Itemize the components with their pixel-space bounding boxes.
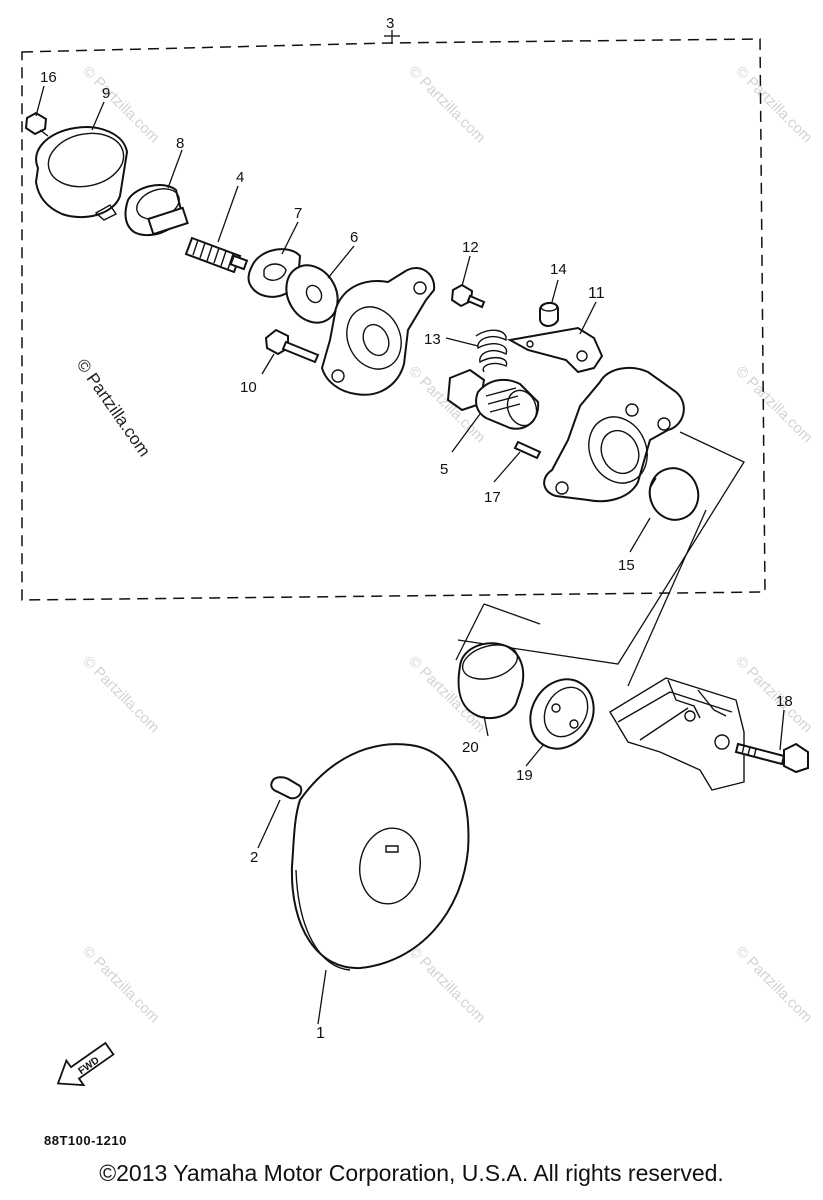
part-17-pin[interactable] (513, 440, 542, 460)
callout-5: 5 (440, 461, 448, 478)
part-15-cap[interactable] (643, 461, 706, 526)
part-14-grommet[interactable] (539, 302, 559, 327)
assembly-callout-3: 3 (386, 15, 394, 32)
watermark-tile: © Partzilla.com (405, 63, 488, 146)
callout-19: 19 (516, 767, 533, 784)
callout-9: 9 (102, 85, 110, 102)
copyright-notice: ©2013 Yamaha Motor Corporation, U.S.A. A… (99, 1160, 724, 1186)
assembly-boundary (21, 30, 766, 601)
watermark-tile: © Partzilla.com (732, 363, 815, 446)
watermark-tile: © Partzilla.com (732, 63, 815, 146)
callout-15: 15 (618, 557, 635, 574)
part-6-washer[interactable] (276, 256, 348, 332)
watermark-main: © Partzilla.com (73, 355, 154, 460)
callout-14: 14 (550, 261, 567, 278)
diagram-code: 88T100-1210 (44, 1133, 127, 1148)
part-20-cap[interactable] (457, 639, 525, 720)
part-19-ring[interactable] (518, 668, 606, 760)
part-1-disc[interactable] (290, 743, 470, 971)
crankcase-section (609, 677, 745, 791)
callout-20: 20 (462, 739, 479, 756)
pump-body[interactable] (320, 267, 436, 396)
callout-17: 17 (484, 489, 501, 506)
callout-13: 13 (424, 331, 441, 348)
callout-11: 11 (588, 285, 605, 302)
callout-16: 16 (40, 69, 57, 86)
part-16-bolt[interactable] (24, 111, 49, 137)
part-12-bolt[interactable] (450, 283, 486, 309)
callout-1: 1 (316, 1025, 325, 1042)
part-9-cover[interactable] (34, 126, 129, 221)
part-13-spring[interactable] (475, 329, 508, 373)
part-4-worm-shaft[interactable] (184, 236, 249, 274)
watermark-tile: © Partzilla.com (732, 943, 815, 1026)
fwd-arrow-icon: FWD (56, 1041, 115, 1087)
callout-7: 7 (294, 205, 302, 222)
callout-6: 6 (350, 229, 358, 246)
part-11-lever[interactable] (507, 326, 604, 374)
watermark-tile: © Partzilla.com (732, 653, 815, 736)
pump-cover[interactable] (543, 366, 685, 503)
watermark-tile: © Partzilla.com (405, 943, 488, 1026)
callout-4: 4 (236, 169, 244, 186)
part-2-key[interactable] (270, 776, 303, 800)
part-10-bolt[interactable] (264, 328, 320, 364)
watermark-tile: © Partzilla.com (79, 653, 162, 736)
callout-18: 18 (776, 693, 793, 710)
part-5-shaft[interactable] (446, 368, 541, 430)
part-18-bolt[interactable] (734, 742, 809, 774)
callout-2: 2 (250, 849, 258, 866)
callout-8: 8 (176, 135, 184, 152)
watermark-tile: © Partzilla.com (79, 943, 162, 1026)
callout-leaders (35, 85, 785, 1025)
callout-12: 12 (462, 239, 479, 256)
callout-labels: 3 16 9 8 4 7 6 12 14 11 13 10 5 17 15 18… (40, 15, 793, 1042)
callout-10: 10 (240, 379, 257, 396)
part-8-gear[interactable] (124, 183, 189, 237)
assembly-routing-lines (455, 431, 745, 687)
